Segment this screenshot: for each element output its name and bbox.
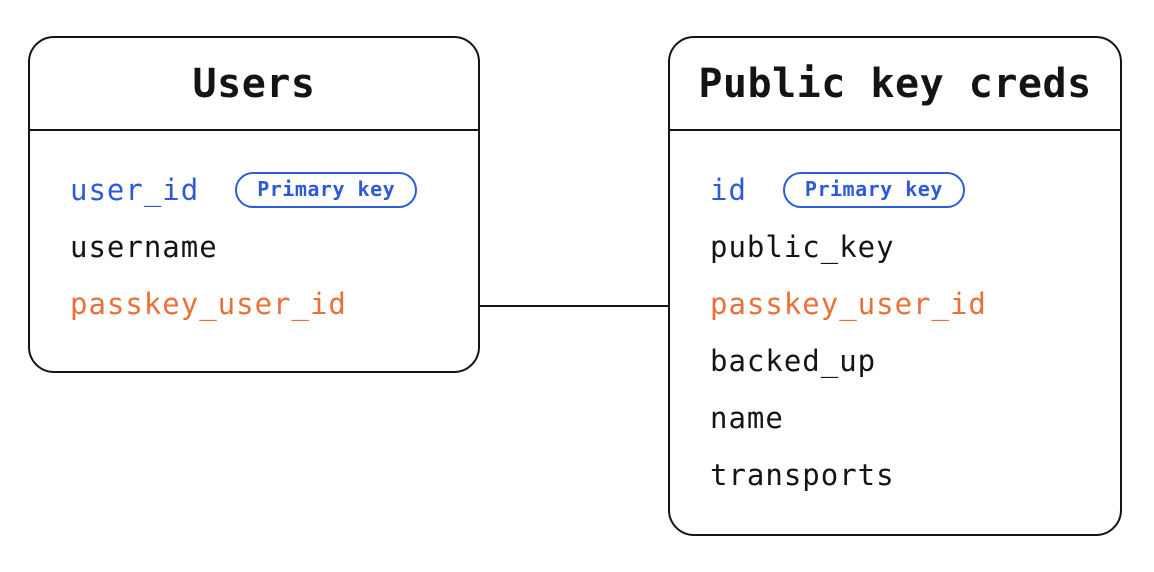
primary-key-badge: Primary key [235,171,418,208]
field-row-transports: transports [710,446,1120,503]
field-name: user_id [70,172,200,207]
field-row-name: name [710,389,1120,446]
table-fields-users: user_id Primary key username passkey_user_i… [30,131,478,332]
field-name: public_key [710,229,895,264]
table-users: Users user_id Primary key username passkey_… [28,36,480,373]
field-name: name [710,400,784,435]
primary-key-badge: Primary key [782,171,965,208]
field-name: passkey_user_id [710,286,987,321]
field-name: backed_up [710,343,877,378]
table-public-key-creds: Public key creds id Primary key public_key… [668,36,1122,536]
field-row-passkey_user_id: passkey_user_id [710,275,1120,332]
field-row-user_id: user_id Primary key [70,161,478,218]
table-title-public-key-creds: Public key creds [670,38,1120,131]
field-row-id: id Primary key [710,161,1120,218]
field-row-public_key: public_key [710,218,1120,275]
field-name: username [70,229,218,264]
relationship-line [480,305,668,307]
field-name: passkey_user_id [70,286,347,321]
field-row-passkey_user_id: passkey_user_id [70,275,478,332]
table-title-users: Users [30,38,478,131]
field-row-backed_up: backed_up [710,332,1120,389]
field-row-username: username [70,218,478,275]
field-name: id [710,172,747,207]
field-name: transports [710,457,895,492]
